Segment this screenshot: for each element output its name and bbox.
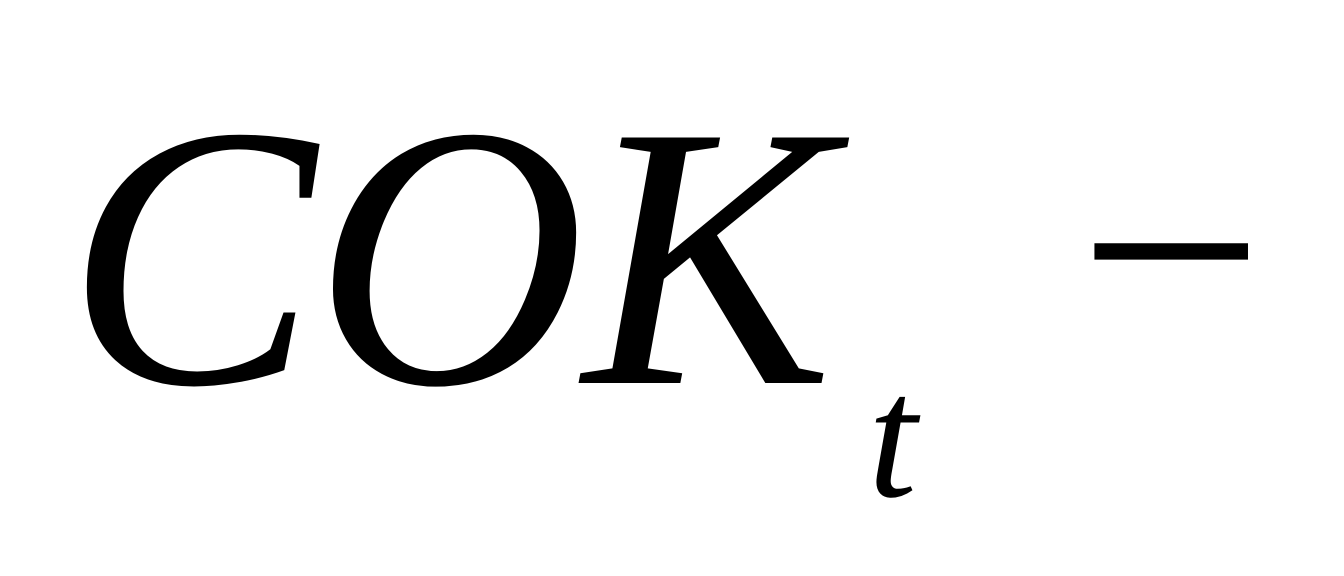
formula-subscript: t — [868, 340, 917, 535]
formula-minus-sign: − — [1078, 68, 1265, 433]
formula-main-text: COK — [66, 50, 833, 465]
